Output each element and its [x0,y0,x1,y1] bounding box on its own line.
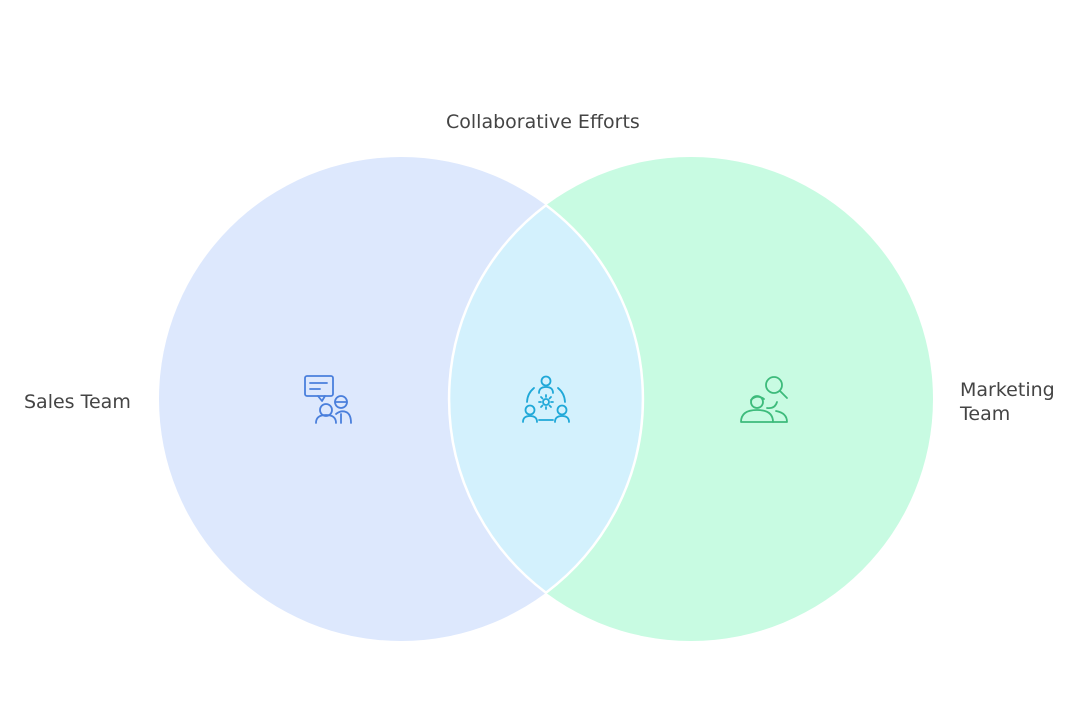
marketing-search-people-icon [740,376,788,423]
sales-chat-people-icon [304,375,352,424]
marketing-team-label: Marketing Team [960,378,1080,426]
marketing-team-label-line2: Team [960,403,1011,425]
diagram-title: Collaborative Efforts [446,111,640,133]
sales-team-label: Sales Team [24,391,131,413]
intersection-region[interactable] [449,157,933,641]
collaboration-network-icon [522,375,570,423]
marketing-team-label-line1: Marketing [960,379,1055,401]
intersection-outline [447,203,645,595]
